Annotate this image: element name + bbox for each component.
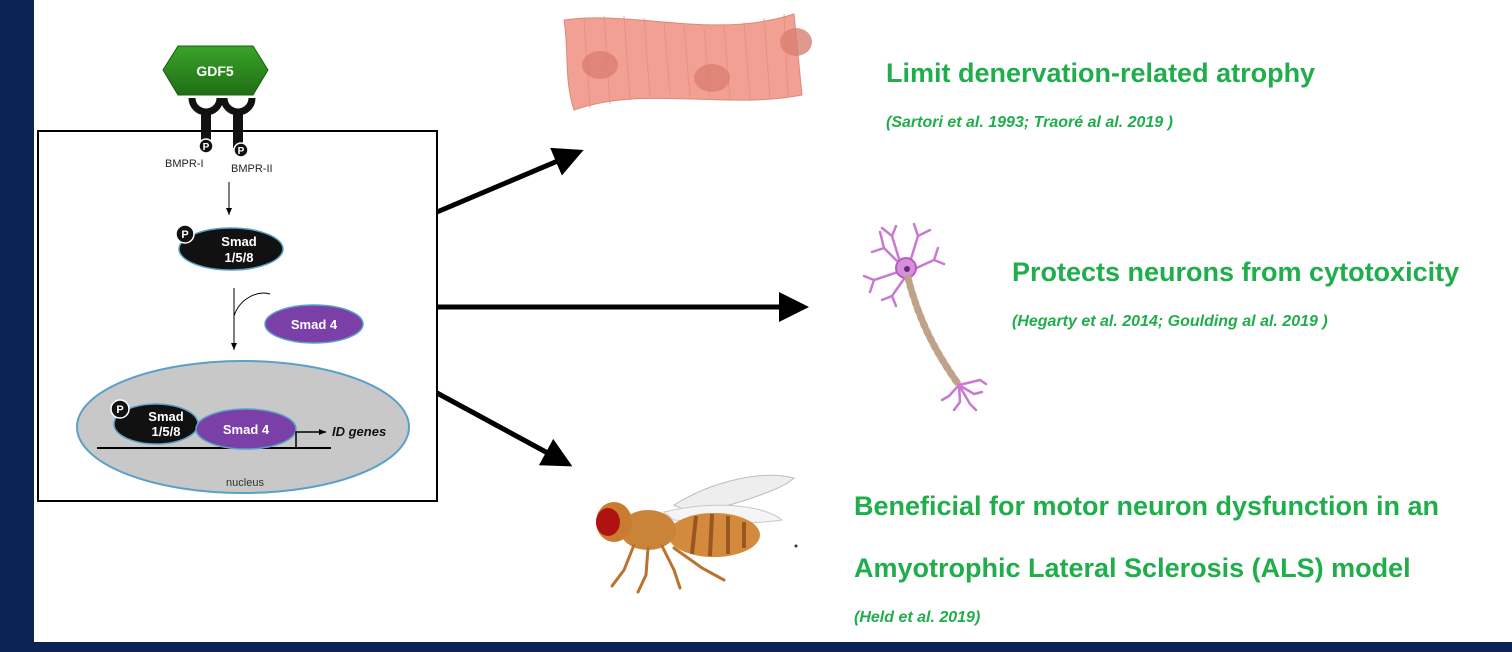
- svg-text:P: P: [181, 229, 188, 241]
- smad158-in-nucleus: Smad: [148, 409, 183, 424]
- bmpr-i-label: BMPR-I: [165, 158, 204, 170]
- effect-arrow-fly: [437, 393, 568, 464]
- nucleus-label: nucleus: [226, 477, 264, 489]
- gdf5-ligand: GDF5: [163, 46, 268, 95]
- effect-arrow-muscle: [437, 152, 579, 212]
- effect-1-citation: (Sartori et al. 1993; Traoré al al. 2019…: [886, 114, 1173, 132]
- slide-canvas: GDF5 P P BMPR-I BMPR-II Smad 1/5/8: [34, 0, 1512, 642]
- effect-2-title: Protects neurons from cytotoxicity: [1012, 257, 1459, 288]
- svg-text:Smad: Smad: [221, 234, 256, 249]
- phospho-badge: P: [199, 139, 213, 153]
- effect-2-citation: (Hegarty et al. 2014; Goulding al al. 20…: [1012, 313, 1328, 331]
- smad4-protein: Smad 4: [265, 305, 363, 343]
- slide-frame-left: [0, 0, 34, 652]
- svg-text:P: P: [203, 142, 210, 153]
- gdf5-label: GDF5: [196, 63, 234, 79]
- muscle-fiber-icon: [564, 14, 812, 110]
- slide-frame-bottom: [0, 642, 1512, 652]
- svg-text:P: P: [116, 404, 123, 416]
- svg-text:Smad 4: Smad 4: [291, 317, 338, 332]
- effect-3-title-line2: Amyotrophic Lateral Sclerosis (ALS) mode…: [854, 553, 1411, 584]
- effect-3-title-line1: Beneficial for motor neuron dysfunction …: [854, 491, 1439, 522]
- phospho-badge: P: [176, 225, 194, 243]
- id-genes-label: ID genes: [332, 424, 386, 439]
- svg-text:1/5/8: 1/5/8: [225, 250, 254, 265]
- effect-1-title: Limit denervation-related atrophy: [886, 58, 1315, 89]
- bmpr-ii-label: BMPR-II: [231, 163, 273, 175]
- effect-3-citation: (Held et al. 2019): [854, 609, 980, 627]
- nucleus: Smad 1/5/8 P Smad 4 ID genes nucleus: [77, 361, 409, 493]
- svg-text:P: P: [238, 146, 245, 157]
- fruit-fly-icon: [596, 475, 798, 592]
- neuron-icon: [864, 224, 986, 410]
- phospho-badge: P: [234, 143, 248, 157]
- svg-text:Smad 4: Smad 4: [223, 422, 270, 437]
- svg-text:1/5/8: 1/5/8: [152, 424, 181, 439]
